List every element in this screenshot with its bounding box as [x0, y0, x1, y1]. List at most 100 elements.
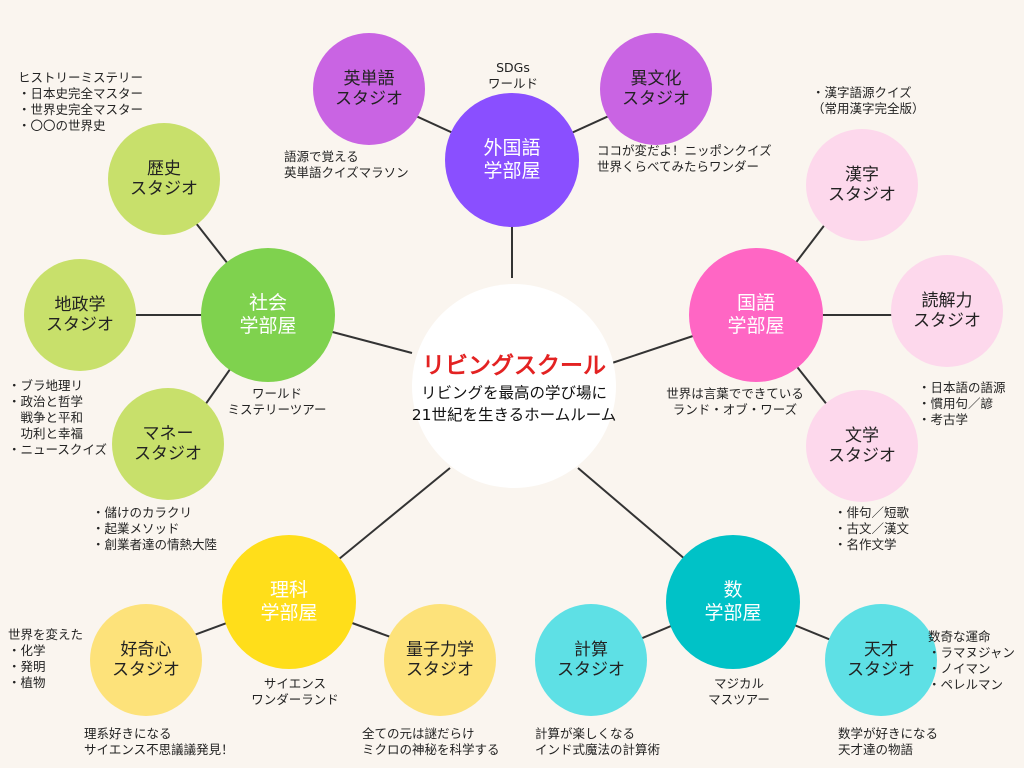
caption-line: ワールド: [251, 386, 302, 401]
caption-line: マスツアー: [708, 692, 770, 707]
note-line: 全ての元は謎だらけ: [362, 726, 475, 741]
note-line: 世界を変えた: [8, 627, 84, 642]
studio-geopolitics[interactable]: 地政学 スタジオ: [24, 259, 136, 371]
notes-calc: 計算が楽しくなる インド式魔法の計算術: [535, 726, 660, 758]
caption-line: SDGs: [496, 60, 530, 75]
caption-line: マジカル: [713, 676, 764, 691]
studio-label: 読解力: [921, 290, 973, 311]
studio-genius[interactable]: 天才 スタジオ: [825, 604, 937, 716]
note-line: ・古文／漢文: [834, 521, 910, 536]
note-line: 数学が好きになる: [838, 726, 939, 741]
note-line: ・ペレルマン: [928, 677, 1004, 692]
note-line: 語源で覚える: [284, 149, 359, 164]
caption-line: ランド・オブ・ワーズ: [672, 402, 798, 417]
note-line: サイエンス不思議議発見！: [84, 742, 234, 757]
studio-quantum[interactable]: 量子力学 スタジオ: [384, 604, 496, 716]
note-line: インド式魔法の計算術: [535, 742, 661, 757]
studio-label: 歴史: [147, 158, 181, 179]
dept-social[interactable]: 社会 学部屋: [201, 248, 335, 382]
dept-label: 学部屋: [483, 160, 541, 182]
dept-label: 学部屋: [260, 602, 318, 624]
note-line: ・考古学: [918, 412, 969, 427]
studio-label: スタジオ: [847, 660, 915, 680]
studio-label: スタジオ: [112, 660, 180, 680]
studio-label: スタジオ: [828, 446, 896, 466]
note-line: ココが変だよ！ニッポンクイズ: [597, 143, 772, 158]
dept-math[interactable]: 数 学部屋: [666, 535, 800, 669]
dept-label: 学部屋: [239, 315, 297, 337]
center-title: リビングスクール: [422, 353, 606, 379]
note-line: ・植物: [8, 675, 46, 690]
studio-label: 計算: [574, 639, 608, 660]
note-line: ・ニュースクイズ: [8, 442, 108, 457]
studio-curiosity[interactable]: 好奇心 スタジオ: [90, 604, 202, 716]
notes-history: ヒストリーミステリー ・日本史完全マスター ・世界史完全マスター ・〇〇の世界史: [18, 70, 143, 134]
note-line: ・創業者達の情熱大陸: [92, 537, 218, 552]
caption-math: マジカル マスツアー: [694, 676, 784, 708]
note-line: 天才達の物語: [838, 742, 914, 757]
dept-foreign-language[interactable]: 外国語 学部屋: [445, 93, 579, 227]
note-line: ・〇〇の世界史: [18, 118, 106, 133]
studio-history[interactable]: 歴史 スタジオ: [108, 123, 220, 235]
note-line: ・名作文学: [834, 537, 897, 552]
notes-genius: 数奇な運命 ・ラマヌジャン ・ノイマン ・ペレルマン: [928, 629, 1015, 693]
studio-english[interactable]: 英単語 スタジオ: [313, 33, 425, 145]
dept-label: 理科: [269, 579, 308, 602]
note-line: 理系好きになる: [84, 726, 172, 741]
note-line: ・日本史完全マスター: [18, 86, 144, 101]
studio-reading[interactable]: 読解力 スタジオ: [891, 255, 1003, 367]
notes-curiosity: 世界を変えた ・化学 ・発明 ・植物: [8, 627, 83, 691]
note-line: ・日本語の語源: [918, 380, 1006, 395]
studio-label: 漢字: [845, 164, 879, 185]
caption-social: ワールド ミステリーツアー: [216, 386, 338, 418]
note-line: 功利と幸福: [8, 426, 84, 441]
caption-line: サイエンス: [263, 676, 327, 691]
notes-geopolitics: ・ブラ地理リ ・政治と哲学 戦争と平和 功利と幸福 ・ニュースクイズ: [8, 378, 107, 458]
note-line: （常用漢字完全版）: [812, 101, 925, 116]
note-line: ・ノイマン: [928, 661, 991, 676]
studio-label: 地政学: [54, 294, 106, 315]
note-line: 計算が楽しくなる: [535, 726, 636, 741]
studio-literature[interactable]: 文学 スタジオ: [806, 390, 918, 502]
studio-label: スタジオ: [557, 660, 625, 680]
notes-culture: ココが変だよ！ニッポンクイズ 世界くらべてみたらワンダー: [597, 143, 772, 175]
note-line: ミクロの神秘を科学する: [362, 742, 500, 757]
notes-literature: ・俳句／短歌 ・古文／漢文 ・名作文学: [834, 505, 909, 553]
studio-label: スタジオ: [134, 444, 202, 464]
studio-label: 英単語: [343, 68, 395, 89]
note-line: ・漢字語源クイズ: [812, 85, 912, 100]
note-line: ・起業メソッド: [92, 521, 180, 536]
studio-label: スタジオ: [828, 185, 896, 205]
studio-label: 天才: [864, 639, 898, 660]
studio-money[interactable]: マネー スタジオ: [112, 388, 224, 500]
caption-japanese: 世界は言葉でできている ランド・オブ・ワーズ: [654, 386, 816, 418]
note-line: 戦争と平和: [8, 410, 84, 425]
dept-label: 数: [723, 579, 743, 602]
note-line: 英単語クイズマラソン: [284, 165, 409, 180]
dept-label: 社会: [248, 292, 287, 315]
center-hub: リビングスクール リビングを最高の学び場に 21世紀を生きるホームルーム: [412, 284, 616, 488]
note-line: ・発明: [8, 659, 46, 674]
note-line: ヒストリーミステリー: [18, 70, 144, 85]
studio-label: スタジオ: [913, 311, 981, 331]
center-subtitle-2: 21世紀を生きるホームルーム: [411, 406, 617, 424]
studio-kanji[interactable]: 漢字 スタジオ: [806, 129, 918, 241]
center-subtitle-1: リビングを最高の学び場に: [420, 384, 607, 402]
dept-label: 学部屋: [727, 315, 785, 337]
studio-label: 異文化: [630, 68, 682, 89]
note-line: 数奇な運命: [928, 629, 991, 644]
studio-label: スタジオ: [130, 179, 198, 199]
dept-japanese[interactable]: 国語 学部屋: [689, 248, 823, 382]
notes-money: ・儲けのカラクリ ・起業メソッド ・創業者達の情熱大陸: [92, 505, 217, 553]
studio-calc[interactable]: 計算 スタジオ: [535, 604, 647, 716]
studio-label: スタジオ: [622, 89, 690, 109]
studio-label: マネー: [142, 423, 194, 444]
notes-reading: ・日本語の語源 ・慣用句／諺 ・考古学: [918, 380, 1006, 428]
studio-label: スタジオ: [335, 89, 403, 109]
studio-label: 文学: [845, 425, 879, 446]
studio-culture[interactable]: 異文化 スタジオ: [600, 33, 712, 145]
caption-line: 世界は言葉でできている: [666, 386, 804, 401]
studio-label: スタジオ: [406, 660, 474, 680]
dept-science[interactable]: 理科 学部屋: [222, 535, 356, 669]
caption-line: ミステリーツアー: [227, 402, 327, 417]
